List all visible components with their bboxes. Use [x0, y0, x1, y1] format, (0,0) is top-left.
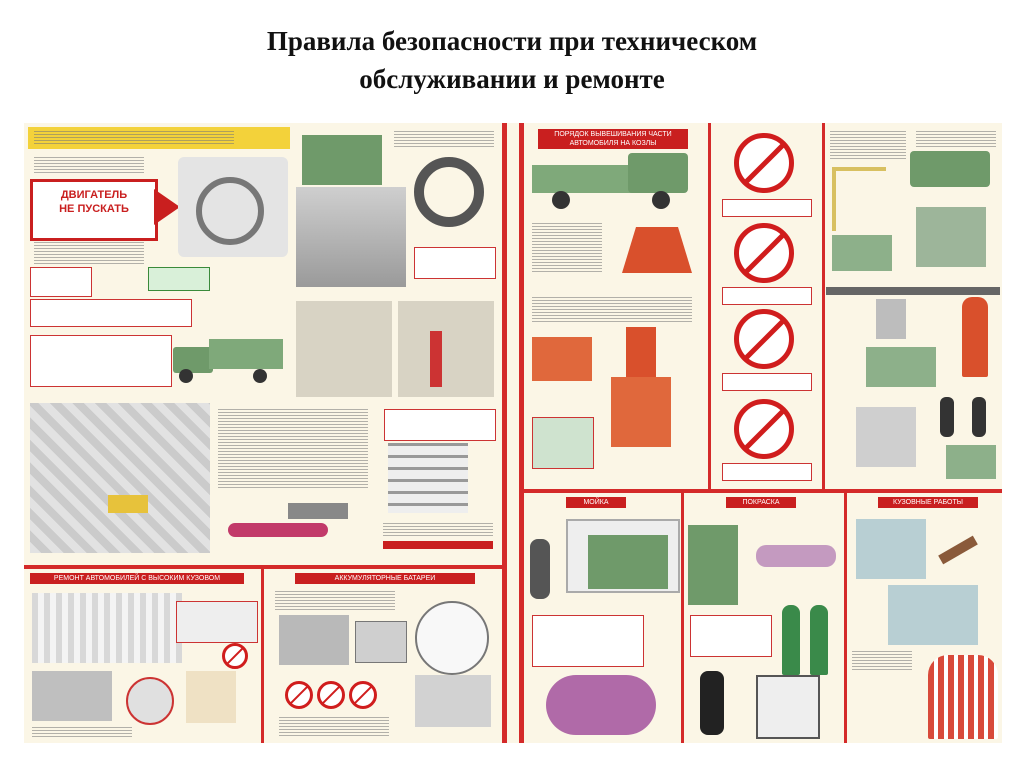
- battery-illustration: [355, 621, 407, 663]
- section-header-high-body: РЕМОНТ АВТОМОБИЛЕЙ С ВЫСОКИМ КУЗОВОМ: [30, 573, 244, 584]
- warning-sign: ДВИГАТЕЛЬ НЕ ПУСКАТЬ: [30, 179, 158, 241]
- no-crawling-sign: [734, 399, 794, 459]
- crane-illustration: [832, 167, 886, 231]
- panel-batteries: АККУМУЛЯТОРНЫЕ БАТАРЕИ: [265, 571, 501, 743]
- small-truck-illustration: [910, 151, 990, 187]
- pit-illustration: [296, 187, 406, 287]
- spray-gun-illustration: [756, 545, 836, 567]
- section-header-body-works: КУЗОВНЫЕ РАБОТЫ: [878, 497, 978, 508]
- panel-prohibition-signs: [712, 127, 820, 485]
- body-worker-illustration: [928, 655, 998, 739]
- panel-jack-stands: ПОРЯДОК ВЫВЕШИВАНИЯ ЧАСТИ АВТОМОБИЛЯ НА …: [526, 127, 706, 485]
- panel-grate-pit: [28, 403, 500, 561]
- divider-mid-v1: [708, 123, 711, 489]
- divider-low-v2: [681, 493, 684, 743]
- stand-illustration: [622, 227, 692, 273]
- car-wash-illustration: [566, 519, 680, 593]
- worker-illustration: [962, 297, 988, 377]
- divider-low-v1: [261, 569, 264, 743]
- panel-body-works: КУЗОВНЫЕ РАБОТЫ: [848, 495, 1002, 743]
- no-flame-sign: [349, 681, 377, 709]
- section-header-painting: ПОКРАСКА: [726, 497, 796, 508]
- section-header-batteries: АККУМУЛЯТОРНЫЕ БАТАРЕИ: [295, 573, 475, 584]
- truck-illustration: [173, 339, 283, 385]
- battery-cart-illustration: [279, 615, 349, 665]
- truck-on-stands-illustration: [532, 153, 700, 213]
- engine-illustration: [832, 235, 892, 271]
- no-fire-sign: [285, 681, 313, 709]
- title-line-1: Правила безопасности при техническом: [266, 26, 758, 56]
- panel-painting: ПОКРАСКА: [686, 495, 842, 743]
- car-body-illustration: [856, 519, 926, 579]
- acid-flask-illustration: [415, 601, 489, 675]
- no-load-sign: [734, 223, 794, 283]
- mechanic-under-car-illustration: [228, 503, 368, 553]
- red-arrow: [154, 189, 180, 225]
- no-lift-sign: [734, 309, 794, 369]
- warning-line-1: ДВИГАТЕЛЬ: [60, 189, 128, 201]
- section-header-washing: МОЙКА: [566, 497, 626, 508]
- panel-high-body: РЕМОНТ АВТОМОБИЛЕЙ С ВЫСОКИМ КУЗОВОМ: [26, 571, 260, 743]
- panel-washing: МОЙКА: [526, 495, 680, 743]
- fan-illustration: [756, 675, 820, 739]
- gas-cylinders-illustration: [782, 605, 832, 675]
- workers-pair-illustration: [936, 397, 996, 437]
- no-hook-sign: [734, 133, 794, 193]
- hammer-illustration: [938, 535, 978, 565]
- steering-wheel-illustration: [178, 157, 288, 257]
- wheel-illustration: [414, 157, 484, 227]
- panel-inspection-pit: [294, 127, 500, 297]
- prohibition-sign: [222, 643, 248, 669]
- welder-illustration: [700, 671, 724, 735]
- panel-hoist: [826, 127, 1000, 485]
- panel-lift: [294, 301, 500, 401]
- warning-line-2: НЕ ПУСКАТЬ: [59, 203, 129, 215]
- no-smoking-sign: [317, 681, 345, 709]
- safety-poster: ДВИГАТЕЛЬ НЕ ПУСКАТЬ: [24, 123, 1002, 743]
- car-body-illustration-2: [888, 585, 978, 645]
- divider-low-v3: [844, 493, 847, 743]
- divider-bottom-right: [524, 489, 1002, 493]
- dump-truck-illustration: [302, 135, 382, 185]
- section-header-jack-stands: ПОРЯДОК ВЫВЕШИВАНИЯ ЧАСТИ АВТОМОБИЛЯ НА …: [538, 129, 688, 149]
- platform-illustration: [32, 593, 182, 663]
- hydraulic-jack-illustration: [606, 327, 676, 447]
- divider-right: [519, 123, 524, 743]
- pit-grate-illustration: [30, 403, 210, 553]
- title-line-2: обслуживании и ремонте: [359, 64, 665, 94]
- panel-engine-warning: ДВИГАТЕЛЬ НЕ ПУСКАТЬ: [28, 127, 290, 397]
- divider-bottom-left: [24, 565, 502, 569]
- ladder-illustration: [388, 443, 468, 513]
- gloves-illustration: [546, 675, 656, 735]
- overhead-hoist-illustration: [826, 287, 1000, 295]
- painted-car-illustration: [688, 525, 738, 605]
- divider-left: [502, 123, 507, 743]
- divider-mid-v2: [822, 123, 825, 489]
- page-title: Правила безопасности при техническом обс…: [0, 22, 1024, 98]
